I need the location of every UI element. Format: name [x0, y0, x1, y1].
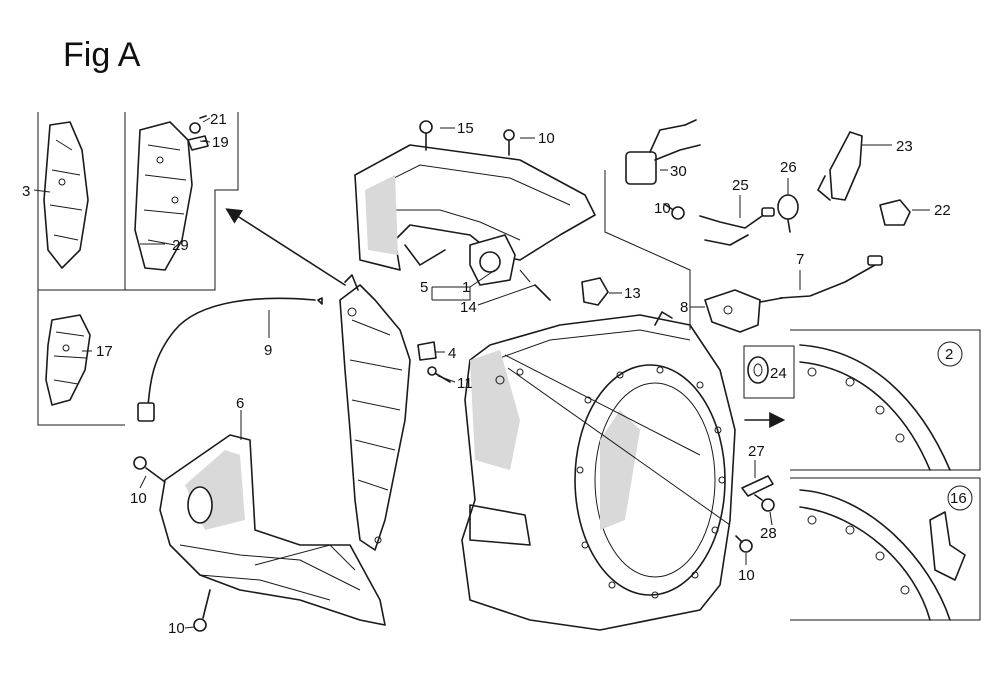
- label-9: 9: [264, 342, 272, 359]
- part-number-labels: 3 21 19 29 17 9 6 10 10 15 10 5 1 14 13 …: [22, 111, 967, 637]
- label-14: 14: [460, 299, 477, 316]
- bolt-10-lower-right: [735, 535, 753, 553]
- label-7: 7: [796, 251, 804, 268]
- bracket-27: [741, 475, 774, 497]
- fan-shroud-housing: [461, 311, 736, 631]
- label-29: 29: [172, 237, 189, 254]
- left-inset-frames: [37, 112, 239, 426]
- direction-arrow-left: [225, 208, 346, 286]
- label-10-bottom: 10: [168, 620, 185, 637]
- shroud-bolt-holes: [576, 366, 726, 599]
- detail-box-16: [790, 477, 981, 621]
- label-21: 21: [210, 111, 227, 128]
- label-10-lower-right: 10: [738, 567, 755, 584]
- label-3: 3: [22, 183, 30, 200]
- bolt-11: [427, 366, 451, 383]
- label-1: 1: [462, 279, 470, 296]
- vertical-shroud-plate: [339, 274, 411, 551]
- bolt-15: [419, 120, 433, 151]
- grommet-22: [879, 199, 911, 226]
- coil-30: [625, 119, 701, 185]
- clamp-26: [777, 194, 799, 233]
- guide-17: [45, 314, 91, 406]
- clip-21-screw-19: [187, 115, 209, 151]
- bolt-28: [754, 494, 775, 512]
- label-10-top: 10: [538, 130, 555, 147]
- label-30: 30: [670, 163, 687, 180]
- lead-wire-25: [699, 207, 775, 246]
- lower-cover-6: [159, 434, 386, 626]
- label-23: 23: [896, 138, 913, 155]
- mount-5: [469, 234, 551, 301]
- figure-title: Fig A: [63, 36, 141, 74]
- label-17: 17: [96, 343, 113, 360]
- detail-box-2: [790, 329, 981, 471]
- label-24: 24: [770, 365, 787, 382]
- callout-16: 16: [950, 490, 967, 507]
- label-27: 27: [748, 443, 765, 460]
- label-5: 5: [420, 279, 428, 296]
- label-22: 22: [934, 202, 951, 219]
- wire-harness-9: [137, 297, 323, 422]
- label-26: 26: [780, 159, 797, 176]
- label-19: 19: [212, 134, 229, 151]
- electrical-group-frame: [604, 170, 691, 330]
- label-13: 13: [624, 285, 641, 302]
- label-8: 8: [680, 299, 688, 316]
- label-10-left: 10: [130, 490, 147, 507]
- bolt-10-left: [133, 456, 166, 483]
- label-28: 28: [760, 525, 777, 542]
- label-11: 11: [457, 375, 473, 392]
- label-6: 6: [236, 395, 244, 412]
- clip-13: [581, 277, 609, 306]
- grommet-24-box: [743, 345, 795, 399]
- clip-4: [417, 341, 437, 361]
- label-25: 25: [732, 177, 749, 194]
- guide-plate-29: [134, 121, 193, 271]
- bolt-10-coil: [663, 203, 685, 220]
- label-15: 15: [457, 120, 474, 137]
- shield-plate-3: [43, 121, 89, 269]
- callout-2: 2: [945, 346, 953, 363]
- label-4: 4: [448, 345, 456, 362]
- wire-7: [779, 255, 883, 299]
- bolt-10-bottom: [193, 589, 211, 632]
- switch-23: [817, 131, 863, 201]
- leader-lines: [33, 117, 930, 629]
- bolt-10-top: [503, 129, 515, 156]
- rectifier-8: [704, 289, 783, 333]
- label-10-coil: 10: [654, 200, 671, 217]
